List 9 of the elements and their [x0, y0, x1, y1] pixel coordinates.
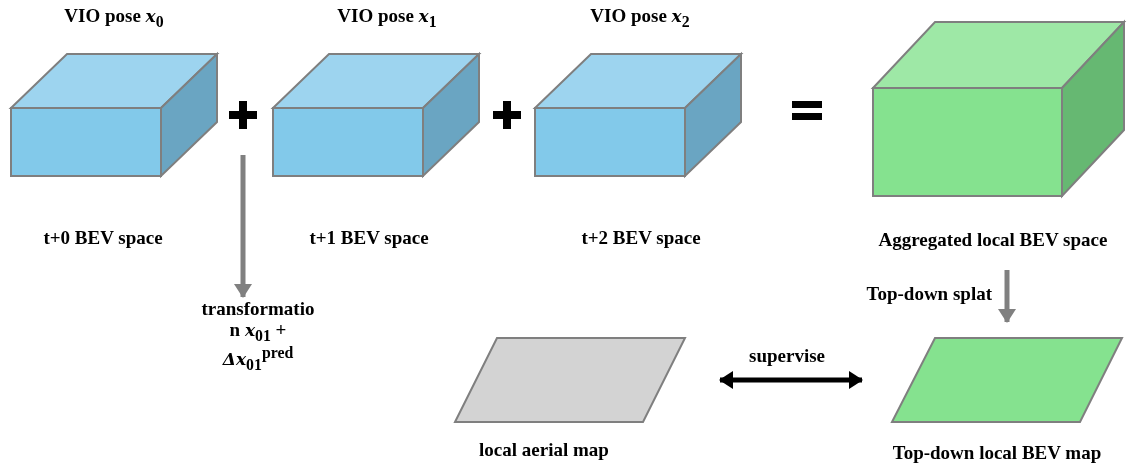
arrow	[719, 371, 863, 389]
arrow	[998, 270, 1016, 323]
space-caption: t+0 BEV space	[43, 228, 163, 249]
arrow	[234, 155, 252, 298]
space-caption: t+1 BEV space	[309, 228, 429, 249]
space-caption: t+2 BEV space	[581, 228, 701, 249]
space-caption: local aerial map	[479, 440, 609, 461]
space-caption: Top-down local BEV map	[892, 443, 1102, 464]
space-caption: Aggregated local BEV space	[878, 230, 1108, 251]
